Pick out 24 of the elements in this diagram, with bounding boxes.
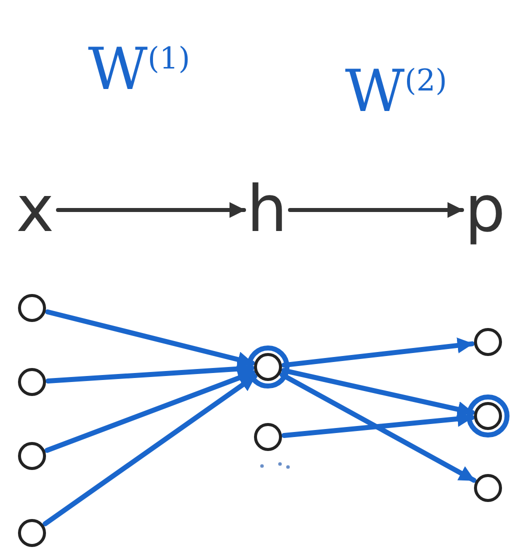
neuron-circle [254, 423, 282, 451]
neuron-circle [18, 519, 46, 547]
arrow [56, 202, 246, 218]
variable-symbol: h [244, 165, 290, 255]
variable-symbol: x [12, 175, 58, 245]
neuron-circle [474, 474, 502, 502]
arrow [281, 338, 475, 368]
arrow [42, 374, 258, 526]
arrow [281, 368, 475, 418]
arrow [44, 370, 256, 453]
neuron-circle [474, 328, 502, 356]
variable-symbol: p [462, 170, 508, 250]
neuron-circle [254, 353, 282, 381]
neuron-circle [474, 402, 502, 430]
arrow [280, 372, 476, 483]
weight-label: W$^{(1)}$ [88, 40, 190, 98]
neuron-circle [18, 442, 46, 470]
arrow [281, 410, 475, 438]
neuron-circle [18, 294, 46, 322]
arrow [45, 309, 255, 368]
arrow [288, 202, 464, 218]
neuron-circle [18, 368, 46, 396]
arrow [45, 360, 255, 384]
weight-label: W$^{(2)}$ [345, 62, 448, 120]
